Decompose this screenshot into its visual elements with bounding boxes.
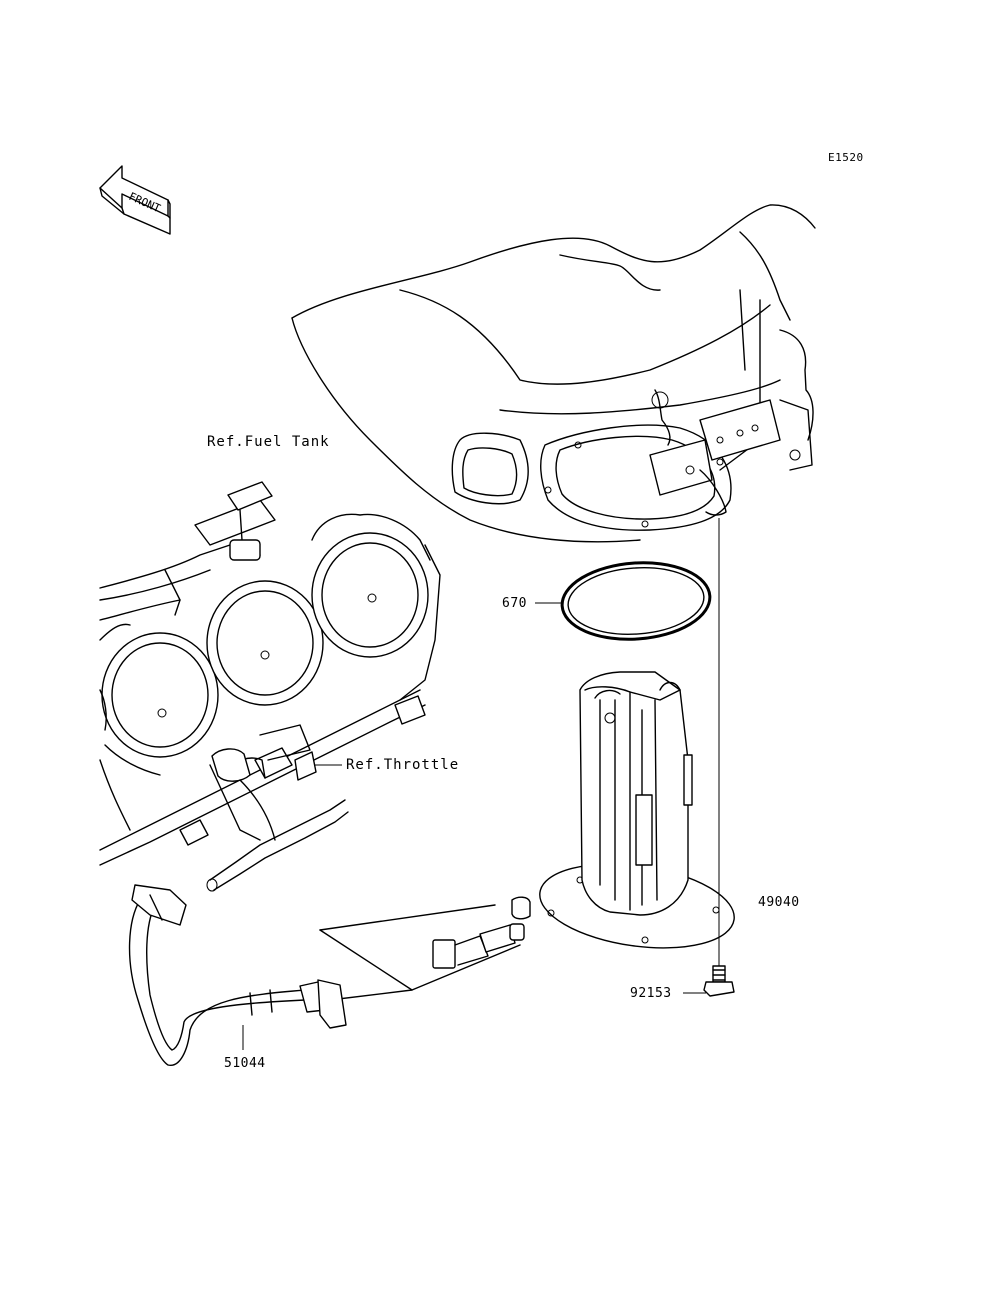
- part-number-92153: 92153: [630, 986, 672, 1001]
- front-arrow-icon: FRONT: [99, 165, 171, 235]
- ref-throttle-label: Ref.Throttle: [346, 757, 460, 773]
- fuel-tank: [291, 204, 816, 543]
- fuel-pump-49040: [539, 671, 735, 949]
- part-number-670: 670: [502, 596, 527, 611]
- part-number-51044: 51044: [224, 1056, 266, 1071]
- fuel-hose-51044: [128, 799, 349, 1066]
- bolt-92153: [703, 518, 735, 997]
- diagram-code: E1520: [828, 151, 864, 164]
- pump-connector: [319, 896, 531, 1001]
- o-ring-670: [560, 561, 712, 641]
- part-number-49040: 49040: [758, 895, 800, 910]
- throttle-body: [99, 481, 441, 866]
- ref-fuel-tank-label: Ref.Fuel Tank: [207, 434, 330, 450]
